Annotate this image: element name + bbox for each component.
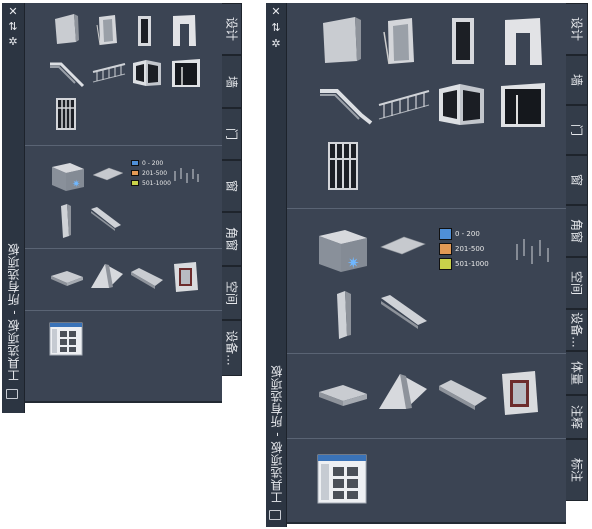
stair-tool-icon[interactable] bbox=[317, 83, 373, 129]
tab-wall[interactable]: 墙 bbox=[566, 55, 588, 105]
legend-swatch bbox=[439, 228, 452, 240]
tab-space[interactable]: 空间 bbox=[566, 257, 588, 309]
layout-grid-tool-icon[interactable] bbox=[317, 454, 367, 508]
settings-icon[interactable]: ✲ bbox=[8, 35, 18, 48]
space-tool-icon[interactable]: ✷ bbox=[317, 226, 369, 278]
legend-label: 201-500 bbox=[142, 170, 168, 177]
door-window-assembly-tool-icon[interactable] bbox=[170, 57, 202, 93]
palette-title: 工具选项板 - 所有选项板 bbox=[7, 243, 21, 382]
auto-hide-icon[interactable]: ⇅ bbox=[271, 21, 281, 34]
tab-annotation[interactable]: 注释 bbox=[566, 395, 588, 439]
door-tool-icon[interactable] bbox=[382, 16, 420, 70]
section-spaces: ✷ 0 - 200 201-500 501-1000 bbox=[25, 145, 222, 249]
section-spaces: ✷ 0 - 200 201-500 501-1000 bbox=[287, 208, 566, 354]
palette-title: 工具选项板 - 所有选项板 bbox=[270, 365, 284, 504]
layout-grid-tool-icon[interactable] bbox=[49, 322, 83, 360]
legend-label: 201-500 bbox=[455, 245, 485, 253]
mass-shell-tool-icon[interactable] bbox=[497, 369, 543, 421]
tab-window[interactable]: 窗 bbox=[222, 160, 242, 212]
tab-equipment[interactable]: 设备... bbox=[566, 309, 588, 351]
mass-slab-tool-icon[interactable] bbox=[437, 375, 489, 417]
section-massing bbox=[25, 248, 222, 311]
legend-swatch bbox=[439, 258, 452, 270]
wall-tool-icon[interactable] bbox=[52, 12, 80, 50]
settings-icon[interactable]: ✲ bbox=[271, 37, 281, 50]
door-window-assembly-tool-icon[interactable] bbox=[499, 81, 547, 133]
legend-swatch bbox=[439, 243, 452, 255]
close-icon[interactable]: ✕ bbox=[271, 5, 281, 18]
tab-massing[interactable]: 体量 bbox=[566, 351, 588, 395]
tab-corner-window[interactable]: 角窗 bbox=[222, 212, 242, 266]
opening-tool-icon[interactable] bbox=[502, 15, 546, 71]
opening-tool-icon[interactable] bbox=[170, 12, 200, 52]
palette-tabs: 设计 墙 门 窗 角窗 空间 设备... bbox=[222, 3, 242, 413]
section-building-elements bbox=[25, 3, 222, 146]
legend-swatch bbox=[131, 160, 139, 166]
column-tool-icon[interactable] bbox=[335, 290, 353, 344]
curtain-wall-tool-icon[interactable] bbox=[55, 97, 77, 135]
tab-design[interactable]: 设计 bbox=[566, 3, 588, 55]
tab-door[interactable]: 门 bbox=[566, 105, 588, 155]
tab-wall[interactable]: 墙 bbox=[222, 55, 242, 108]
stair-tool-icon[interactable] bbox=[47, 58, 85, 92]
tab-equipment[interactable]: 设备... bbox=[222, 320, 242, 376]
window-tool-icon[interactable] bbox=[133, 13, 155, 53]
palette-content: ✷ 0 - 200 201-500 501-1000 bbox=[287, 3, 566, 524]
palette-content: ✷ 0 - 200 201-500 501-1000 bbox=[25, 3, 222, 403]
legend-label: 501-1000 bbox=[455, 260, 489, 268]
auto-hide-icon[interactable]: ⇅ bbox=[8, 20, 18, 33]
mass-gable-tool-icon[interactable] bbox=[377, 369, 429, 417]
tool-palette-small: ✕ ⇅ ✲ 工具选项板 - 所有选项板 bbox=[2, 3, 242, 413]
properties-icon[interactable] bbox=[6, 389, 18, 399]
column-tool-icon[interactable] bbox=[59, 203, 73, 243]
corner-window-tool-icon[interactable] bbox=[131, 57, 163, 93]
space-tool-icon[interactable]: ✷ bbox=[50, 159, 86, 197]
section-layout bbox=[287, 438, 566, 524]
legend-label: 0 - 200 bbox=[142, 160, 164, 167]
legend-swatch bbox=[131, 170, 139, 176]
palette-tabs: 设计 墙 门 窗 角窗 空间 设备... 体量 注释 标注 bbox=[566, 3, 588, 524]
railing-tool-icon[interactable] bbox=[91, 60, 127, 90]
window-tool-icon[interactable] bbox=[447, 15, 477, 71]
space-legend[interactable]: 0 - 200 201-500 501-1000 bbox=[131, 160, 171, 192]
section-massing bbox=[287, 353, 566, 439]
mass-shell-tool-icon[interactable] bbox=[170, 260, 202, 298]
mass-slab-tool-icon[interactable] bbox=[129, 264, 165, 294]
legend-swatch bbox=[131, 180, 139, 186]
tab-corner-window[interactable]: 角窗 bbox=[566, 205, 588, 257]
ceiling-grid-tool-icon[interactable] bbox=[91, 165, 125, 187]
legend-label: 501-1000 bbox=[142, 180, 171, 187]
zone-marker-tool-icon[interactable] bbox=[512, 234, 554, 272]
tab-door[interactable]: 门 bbox=[222, 108, 242, 160]
mass-gable-tool-icon[interactable] bbox=[89, 260, 125, 294]
palette-title-bar[interactable]: ✕ ⇅ ✲ 工具选项板 - 所有选项板 bbox=[266, 3, 287, 527]
tab-window[interactable]: 窗 bbox=[566, 155, 588, 205]
tab-dimension[interactable]: 标注 bbox=[566, 439, 588, 501]
railing-tool-icon[interactable] bbox=[377, 85, 431, 129]
properties-icon[interactable] bbox=[269, 510, 281, 520]
close-icon[interactable]: ✕ bbox=[8, 5, 18, 18]
section-layout bbox=[25, 310, 222, 403]
wall-tool-icon[interactable] bbox=[319, 15, 363, 69]
door-tool-icon[interactable] bbox=[95, 13, 121, 51]
tab-design[interactable]: 设计 bbox=[222, 3, 242, 55]
ceiling-grid-tool-icon[interactable] bbox=[379, 234, 427, 262]
tool-palette-large: ✕ ⇅ ✲ 工具选项板 - 所有选项板 bbox=[266, 3, 590, 527]
palette-title-bar[interactable]: ✕ ⇅ ✲ 工具选项板 - 所有选项板 bbox=[2, 3, 25, 413]
section-building-elements bbox=[287, 3, 566, 209]
zone-marker-tool-icon[interactable] bbox=[171, 165, 201, 189]
curtain-wall-tool-icon[interactable] bbox=[327, 141, 359, 195]
svg-text:✷: ✷ bbox=[72, 179, 80, 190]
svg-text:✷: ✷ bbox=[347, 254, 360, 272]
corner-window-tool-icon[interactable] bbox=[437, 81, 487, 133]
beam-tool-icon[interactable] bbox=[379, 292, 429, 334]
space-legend[interactable]: 0 - 200 201-500 501-1000 bbox=[439, 228, 503, 274]
mass-box-tool-icon[interactable] bbox=[49, 268, 85, 292]
mass-box-tool-icon[interactable] bbox=[317, 381, 369, 413]
tab-space[interactable]: 空间 bbox=[222, 266, 242, 320]
legend-label: 0 - 200 bbox=[455, 230, 480, 238]
beam-tool-icon[interactable] bbox=[89, 205, 123, 235]
